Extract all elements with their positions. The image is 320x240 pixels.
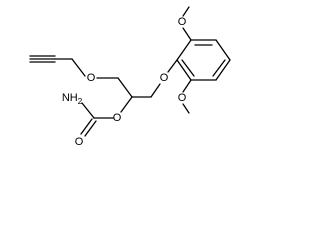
bond-ch-carbamate-o — [120, 96, 133, 113]
bond-aryl-ether-o-ring — [167, 59, 178, 73]
bond-c-nh2 — [81, 102, 95, 119]
bond-methoxy-o-ch3-top — [182, 6, 190, 17]
bond-methoxy-o-ch3-bottom — [182, 103, 190, 114]
carbamate-oxygen-label: O — [113, 112, 122, 124]
molecule-structure: O O O O NH2 O O — [29, 6, 231, 148]
ether-oxygen-left-label: O — [87, 72, 96, 84]
methoxy-oxygen-top-label: O — [178, 16, 187, 28]
carbonyl-oxygen-label: O — [75, 136, 84, 148]
bond-ch2-ch — [117, 77, 133, 98]
bond-ch2-aryl-ether-o — [150, 83, 161, 98]
alkyne-triple-bond — [29, 55, 56, 63]
bond-ring-methoxy-o-bottom — [182, 79, 192, 93]
benzene-ring — [176, 39, 231, 81]
bond-ring-methoxy-o-top — [182, 27, 192, 41]
amine-label: NH2 — [62, 92, 83, 106]
bond-ch2-ether-o — [71, 58, 86, 77]
ether-oxygen-right-label: O — [160, 72, 169, 84]
methoxy-oxygen-bottom-label: O — [178, 92, 187, 104]
carbonyl-double-bond — [80, 118, 97, 137]
